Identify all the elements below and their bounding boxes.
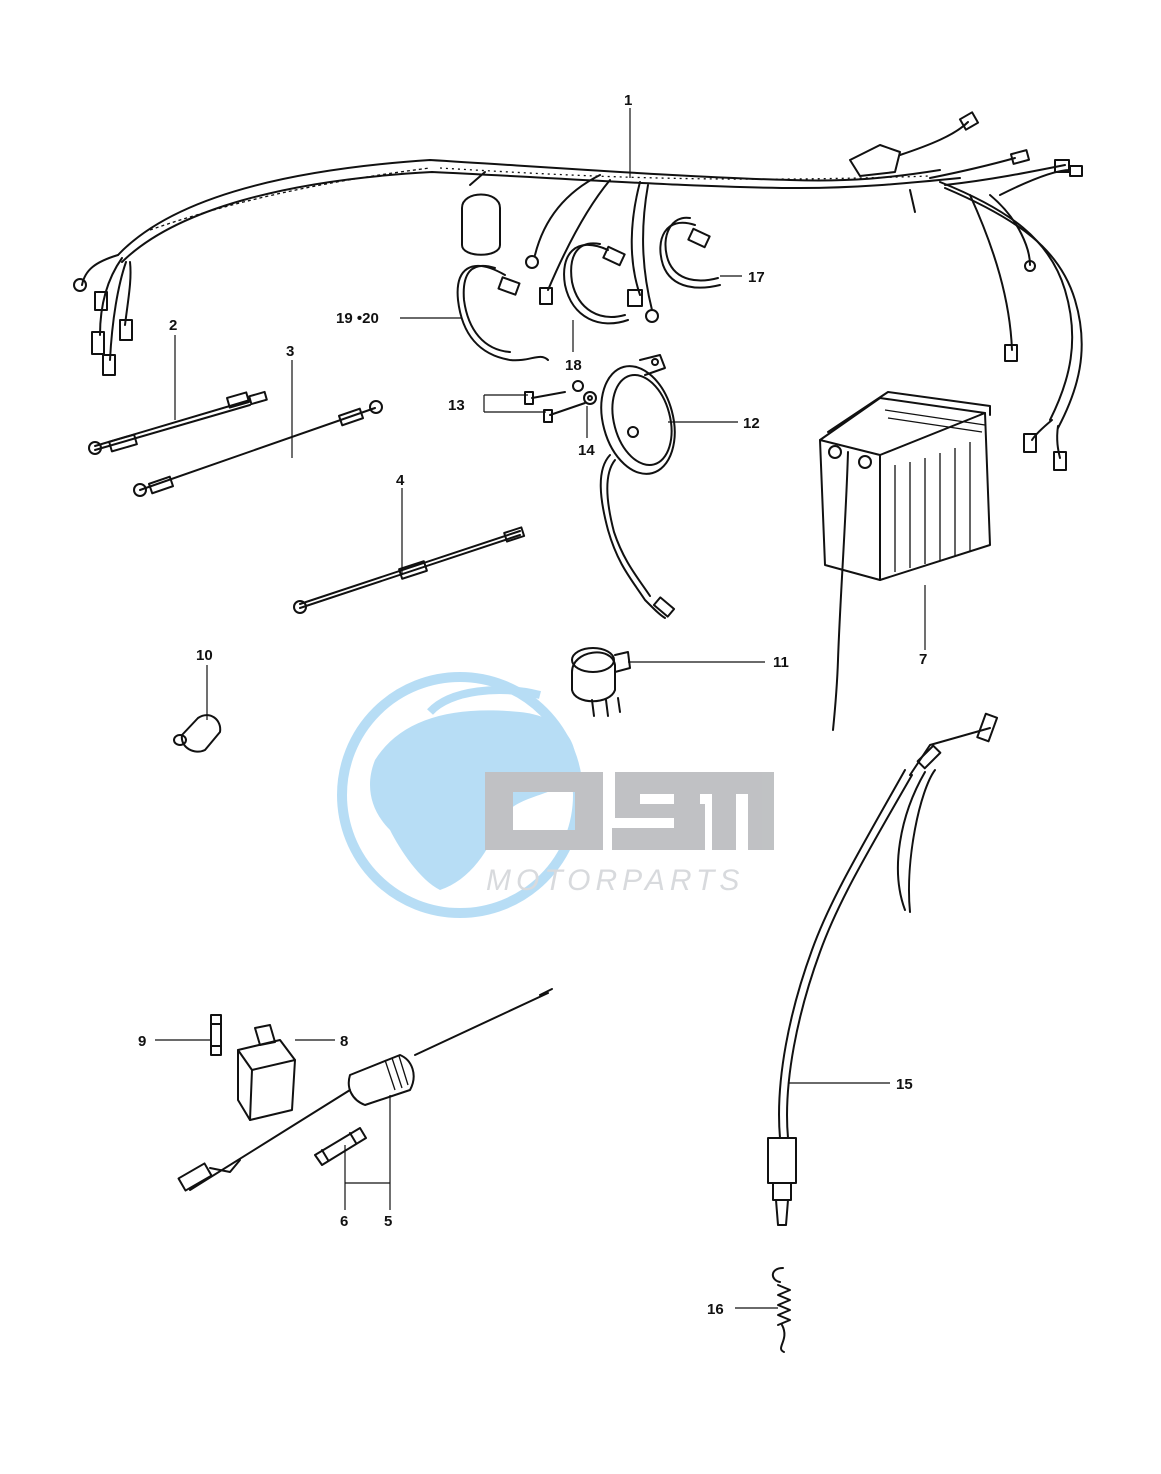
callout-16: 16: [707, 1301, 724, 1318]
callout-14: 14: [578, 442, 595, 459]
callout-labels: 1 2 3 4 5 6 7 8 9 10 11 12 13 14 15 16 1…: [138, 92, 927, 1318]
clamp-18: [563, 242, 629, 325]
callout-6: 6: [340, 1213, 348, 1230]
callout-13: 13: [448, 397, 465, 414]
callout-7: 7: [919, 651, 927, 668]
callout-8: 8: [340, 1033, 348, 1050]
leader-lines: [155, 108, 926, 1309]
spring-16: [771, 1267, 791, 1353]
callout-10: 10: [196, 647, 213, 664]
clamp-19-20: [456, 264, 549, 362]
watermark-tagline: MOTORPARTS: [486, 864, 744, 897]
clamp-17: [659, 216, 721, 289]
fuse-holder-5: [177, 988, 553, 1192]
callout-4: 4: [396, 472, 405, 489]
callout-1: 1: [624, 92, 632, 109]
fuse-9: [210, 1014, 222, 1056]
fuse-6: [314, 1127, 367, 1166]
lead-wire-3: [133, 400, 383, 497]
relay: [571, 647, 631, 717]
fuse-box-8: [237, 1024, 296, 1121]
callout-9: 9: [138, 1033, 146, 1050]
callout-2: 2: [169, 317, 177, 334]
battery: [819, 391, 991, 731]
callout-15: 15: [896, 1076, 913, 1093]
callout-11: 11: [773, 654, 789, 671]
callout-3: 3: [286, 343, 294, 360]
watermark: MOTORPARTS: [337, 672, 774, 918]
main-harness: [73, 111, 1083, 471]
stop-switch-15: [767, 712, 999, 1226]
terminal-cap: [173, 714, 222, 753]
brand-letters: [485, 772, 774, 850]
callout-17: 17: [748, 269, 765, 286]
callout-19-20: 19 •20: [336, 310, 379, 327]
lead-wire-4: [293, 526, 526, 614]
washers-14: [572, 380, 597, 405]
callout-5: 5: [384, 1213, 392, 1230]
bolts-13: [524, 391, 586, 423]
callout-18: 18: [565, 357, 582, 374]
horn: [599, 354, 676, 619]
callout-12: 12: [743, 415, 760, 432]
lead-wire-2: [88, 390, 268, 455]
